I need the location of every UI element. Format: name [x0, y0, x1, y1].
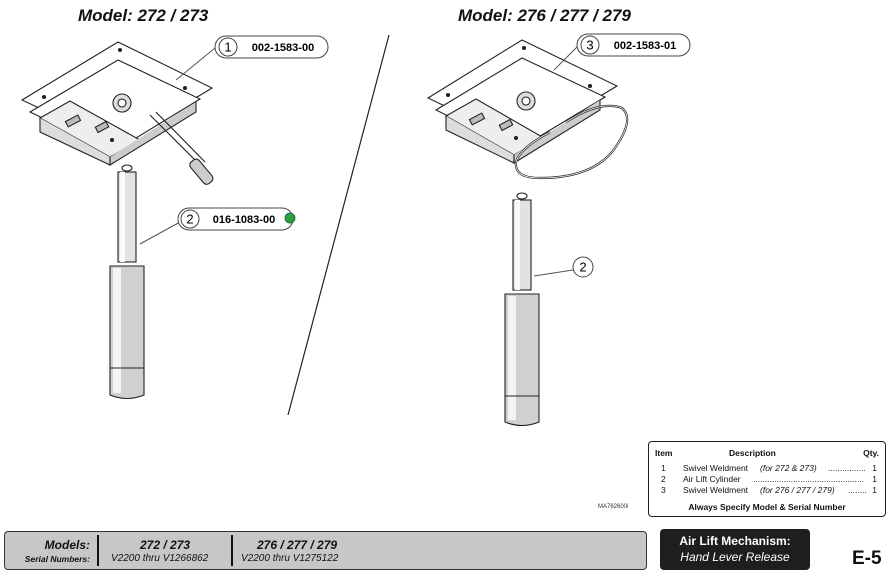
callout-2-number: 2: [186, 212, 193, 227]
model-title-right: Model: 276 / 277 / 279: [458, 6, 631, 25]
row-leader: ........: [848, 485, 867, 495]
callout-2-right: 2: [533, 256, 594, 278]
group2-models: 276 / 277 / 279: [257, 538, 338, 552]
parts-diagram: 1 002-1583-00 2 016-1083-00 3 002-1583-0…: [20, 33, 691, 427]
group1-models: 272 / 273: [140, 538, 191, 552]
drawing-id: MA762600i: [598, 504, 629, 510]
parts-table-header-qty: Qty.: [863, 448, 879, 458]
parts-table: Item Description Qty. 1 Swivel Weldment …: [648, 441, 886, 517]
row-qty: 1: [872, 463, 877, 473]
mechanism-subtitle: Hand Lever Release: [680, 550, 790, 564]
parts-table-header-description: Description: [729, 448, 776, 458]
callout-1-part: 002-1583-00: [252, 42, 314, 54]
row-desc-note: (for 272 & 273): [760, 463, 817, 473]
row-qty: 1: [872, 474, 877, 484]
callout-2-leader: [139, 221, 181, 245]
callout-1-leader: [175, 47, 216, 81]
callout-1-number: 1: [224, 40, 231, 55]
row-leader: ........................................…: [753, 474, 864, 484]
swivel-plate-right: [426, 39, 619, 164]
parts-table-row: 2 Air Lift Cylinder ....................…: [649, 474, 885, 484]
status-dot-icon: [284, 212, 296, 224]
footer-separator: [231, 535, 233, 566]
footer-separator: [97, 535, 99, 566]
row-desc: Swivel Weldment: [683, 485, 749, 495]
model-serial-bar: Models: Serial Numbers: 272 / 273 V2200 …: [4, 531, 647, 570]
release-lever-left: [149, 111, 214, 185]
row-item: 1: [661, 463, 666, 473]
swivel-plate-left: [20, 41, 214, 166]
callout-1: 1 002-1583-00: [175, 35, 329, 81]
parts-table-header-item: Item: [655, 448, 673, 458]
model-title-left: Model: 272 / 273: [78, 6, 209, 25]
parts-table-row: 1 Swivel Weldment (for 272 & 273) ......…: [649, 463, 885, 473]
row-item: 2: [661, 474, 666, 484]
callout-2-part: 016-1083-00: [213, 214, 275, 226]
callout-3-number: 3: [586, 38, 593, 53]
mechanism-label: Air Lift Mechanism: Hand Lever Release: [660, 529, 810, 570]
diagram-divider: [287, 34, 390, 416]
row-desc: Swivel Weldment: [683, 463, 749, 473]
callout-3: 3 002-1583-01: [553, 33, 691, 71]
page-number: E-5: [852, 548, 882, 569]
row-qty: 1: [872, 485, 877, 495]
row-item: 3: [661, 485, 666, 495]
mechanism-title: Air Lift Mechanism:: [679, 534, 791, 548]
group1-serials: V2200 thru V1266862: [111, 553, 209, 564]
models-label: Models:: [44, 538, 90, 552]
row-desc-note: (for 276 / 277 / 279): [760, 485, 835, 495]
callout-3-leader: [553, 45, 579, 71]
parts-table-note: Always Specify Model & Serial Number: [688, 502, 846, 512]
callout-2-right-number: 2: [579, 260, 586, 275]
row-desc: Air Lift Cylinder: [683, 474, 741, 484]
air-cylinder-right: [504, 192, 540, 427]
callout-2: 2 016-1083-00: [139, 207, 296, 245]
serial-numbers-label: Serial Numbers:: [24, 554, 90, 564]
callout-3-part: 002-1583-01: [614, 40, 676, 52]
air-cylinder-left: [109, 164, 145, 400]
row-leader: ................: [828, 463, 866, 473]
group2-serials: V2200 thru V1275122: [241, 553, 339, 564]
parts-table-row: 3 Swivel Weldment (for 276 / 277 / 279) …: [649, 485, 885, 495]
callout-2-right-leader: [533, 269, 574, 277]
